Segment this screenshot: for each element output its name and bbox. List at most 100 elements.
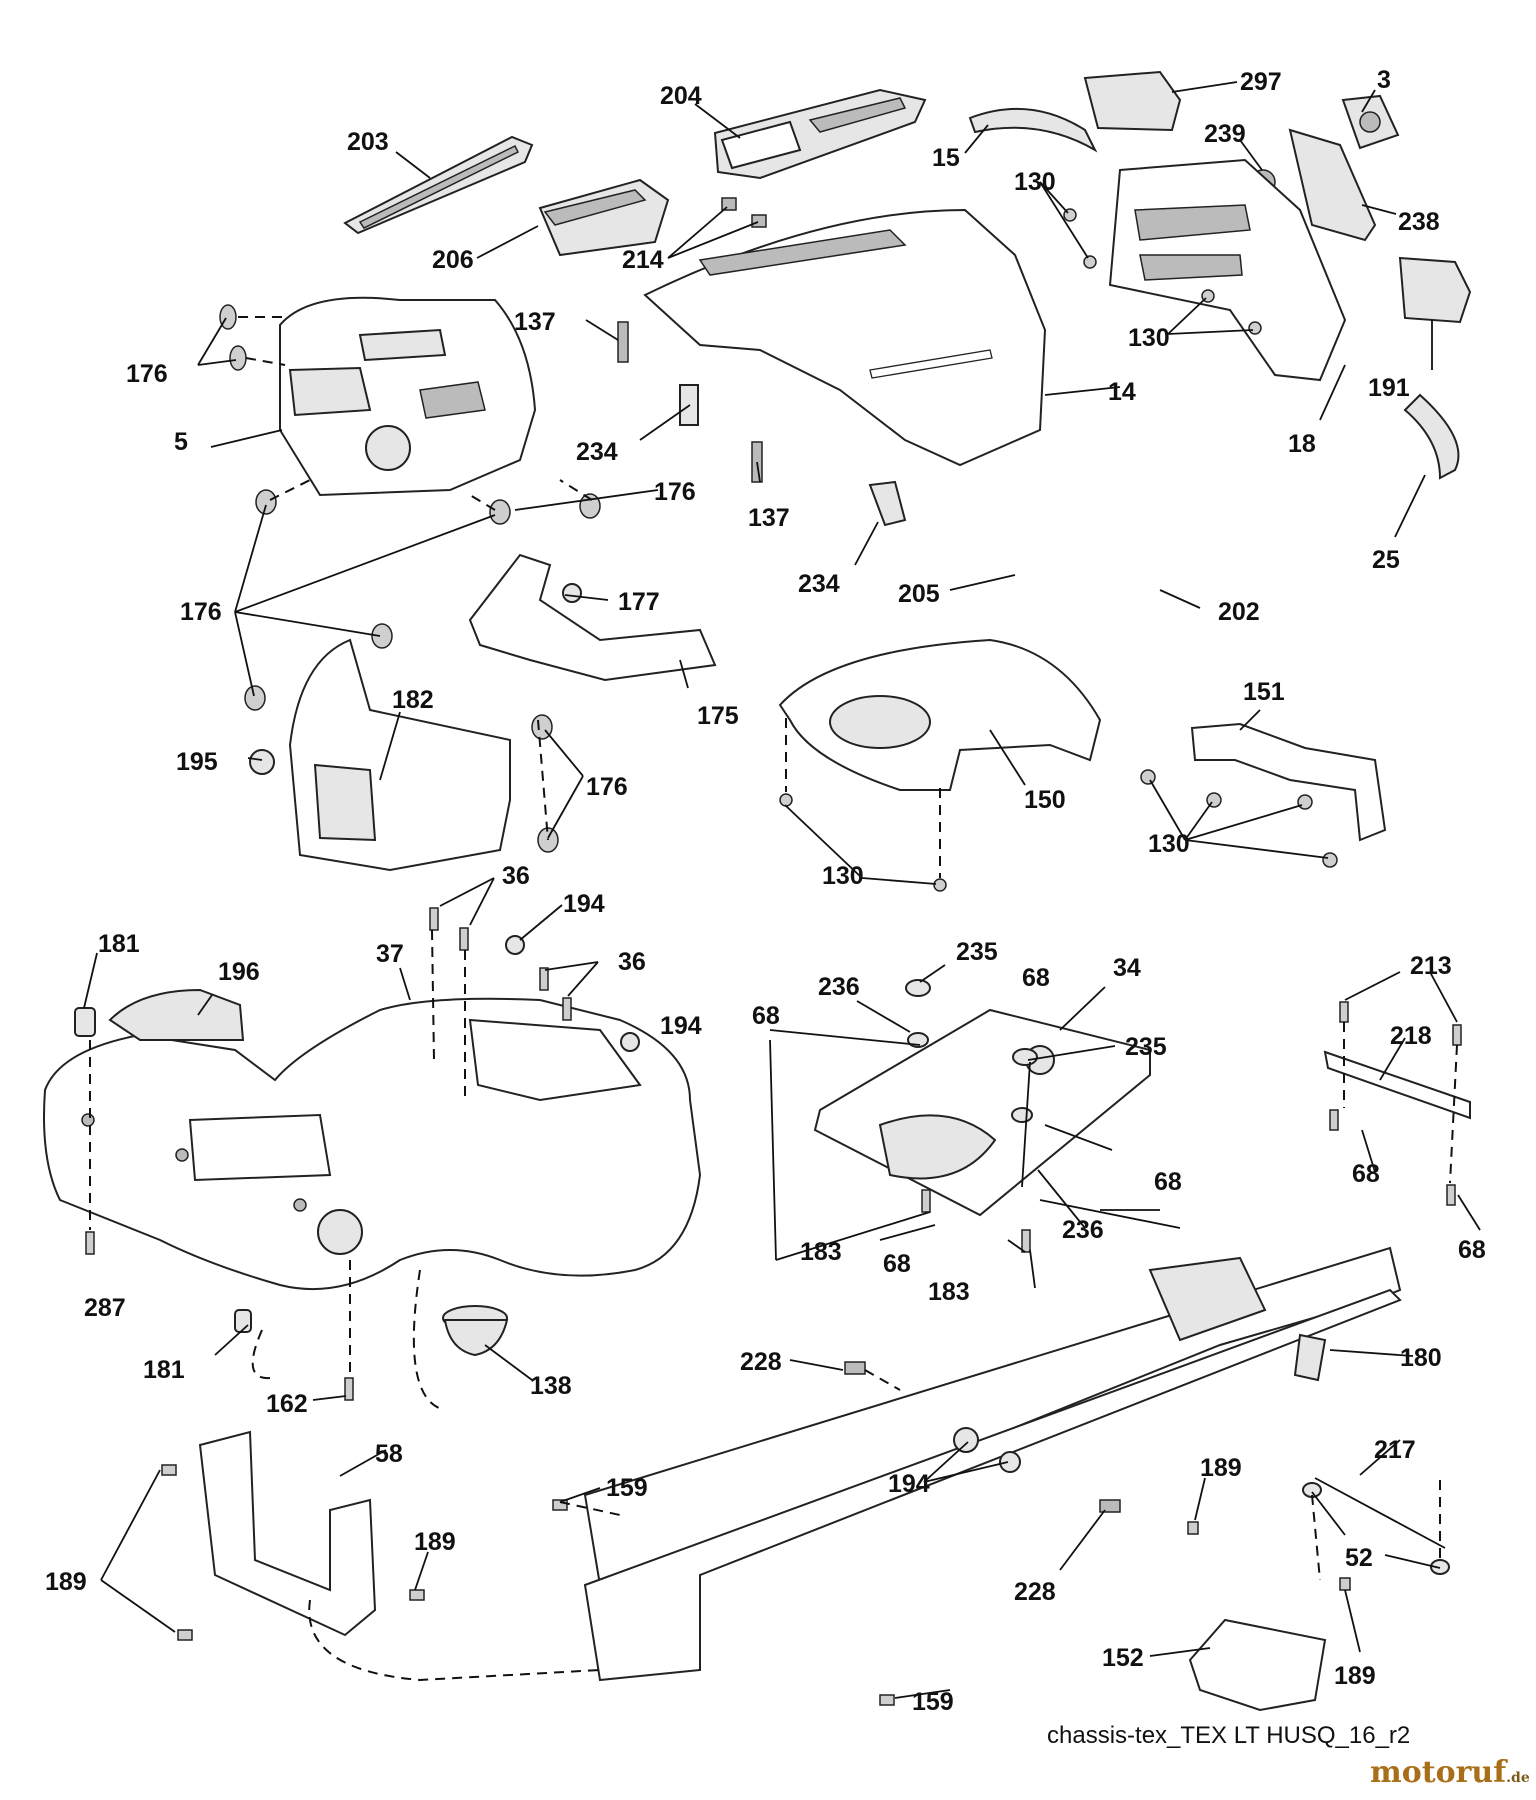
callout-228-b: 228: [1014, 1578, 1056, 1606]
callout-176-b: 176: [654, 478, 696, 506]
callout-235-b: 235: [1125, 1033, 1167, 1061]
part-151-bracket: [1190, 722, 1387, 842]
callout-68-e: 68: [883, 1250, 911, 1278]
callout-labels: 297 3 204 203 15 239 130 238 206 214 176…: [45, 66, 1486, 1716]
callout-236-a: 236: [818, 973, 860, 1001]
callout-37: 37: [376, 940, 404, 968]
part-5-dash-panel: [279, 296, 537, 497]
part-182-lower-dash: [249, 638, 511, 872]
callout-68-f: 68: [1458, 1236, 1486, 1264]
part-191-bumper-block: [1398, 256, 1472, 324]
callout-218: 218: [1390, 1022, 1432, 1050]
callout-189-d: 189: [1334, 1662, 1376, 1690]
part-37-footrest: [43, 997, 702, 1291]
callout-297: 297: [1240, 68, 1282, 96]
callout-202: 202: [1218, 598, 1260, 626]
callout-5: 5: [174, 428, 188, 456]
part-34-seat-plate: [813, 1008, 1151, 1217]
callout-236-b: 236: [1062, 1216, 1104, 1244]
callout-58: 58: [375, 1440, 403, 1468]
callout-195: 195: [176, 748, 218, 776]
callout-234-b: 234: [798, 570, 840, 598]
callout-151: 151: [1243, 678, 1285, 706]
callout-235-a: 235: [956, 938, 998, 966]
callout-18: 18: [1288, 430, 1316, 458]
callout-287: 287: [84, 1294, 126, 1322]
callout-68-c: 68: [1154, 1168, 1182, 1196]
callout-203: 203: [347, 128, 389, 156]
callout-36-a: 36: [502, 862, 530, 890]
part-217-link: [1302, 1477, 1450, 1575]
callout-137-b: 137: [748, 504, 790, 532]
callout-52: 52: [1345, 1544, 1373, 1572]
part-150-shroud: [778, 638, 1102, 791]
callout-205: 205: [898, 580, 940, 608]
callout-234-a: 234: [576, 438, 618, 466]
callout-175: 175: [697, 702, 739, 730]
callout-181-a: 181: [98, 930, 140, 958]
part-18-front-grill: [1108, 158, 1347, 382]
callout-213: 213: [1410, 952, 1452, 980]
callout-15: 15: [932, 144, 960, 172]
callout-130-d: 130: [822, 862, 864, 890]
part-14-hood: [643, 208, 1047, 467]
callout-130-b: 130: [1128, 324, 1170, 352]
part-214-clips: [721, 197, 767, 228]
part-228-pins: [844, 1361, 1121, 1513]
diagram-caption: chassis-tex_TEX LT HUSQ_16_r2: [1047, 1722, 1411, 1749]
part-180-frame: [583, 1246, 1402, 1682]
part-206-vent-housing: [538, 178, 670, 257]
callout-194-b: 194: [660, 1012, 702, 1040]
callout-3: 3: [1377, 66, 1391, 94]
callout-238: 238: [1398, 208, 1440, 236]
callout-159-b: 159: [912, 1688, 954, 1716]
watermark-suffix: .de: [1506, 1770, 1530, 1786]
callout-177: 177: [618, 588, 660, 616]
callout-189-a: 189: [1200, 1454, 1242, 1482]
callout-68-b: 68: [752, 1002, 780, 1030]
callout-181-b: 181: [143, 1356, 185, 1384]
callout-176-d: 176: [586, 773, 628, 801]
callout-183-a: 183: [800, 1238, 842, 1266]
callout-34: 34: [1113, 954, 1141, 982]
callout-130-c: 130: [1148, 830, 1190, 858]
part-238-lens: [1288, 128, 1377, 242]
callout-189-c: 189: [45, 1568, 87, 1596]
part-175-bracket: [468, 553, 717, 682]
callout-189-b: 189: [414, 1528, 456, 1556]
watermark-name: motoruf: [1370, 1755, 1507, 1790]
callout-182: 182: [392, 686, 434, 714]
callout-228-a: 228: [740, 1348, 782, 1376]
part-218-strap: [1323, 1050, 1471, 1120]
callout-68-d: 68: [1352, 1160, 1380, 1188]
callout-176-a: 176: [126, 360, 168, 388]
part-152-guard: [1188, 1618, 1327, 1712]
callout-194-c: 194: [888, 1470, 930, 1498]
callout-204: 204: [660, 82, 702, 110]
callout-137-a: 137: [514, 308, 556, 336]
part-204-dash-vent: [713, 88, 927, 180]
callout-214: 214: [622, 246, 664, 274]
callout-138: 138: [530, 1372, 572, 1400]
part-176-fasteners: [219, 304, 601, 853]
part-203-grille-strip: [343, 135, 534, 235]
callout-130-a: 130: [1014, 168, 1056, 196]
callout-183-b: 183: [928, 1278, 970, 1306]
callout-196: 196: [218, 958, 260, 986]
watermark: motoruf.de: [1370, 1755, 1530, 1790]
part-15-trim-strip: [968, 107, 1098, 153]
part-297-emblem: [1083, 70, 1182, 132]
callout-194-a: 194: [563, 890, 605, 918]
callout-159-a: 159: [606, 1474, 648, 1502]
callout-25: 25: [1372, 546, 1400, 574]
leader-lines: [83, 81, 1481, 1699]
callout-180: 180: [1400, 1344, 1442, 1372]
callout-191: 191: [1368, 374, 1410, 402]
callout-14: 14: [1108, 378, 1136, 406]
callout-206: 206: [432, 246, 474, 274]
callout-68-a: 68: [1022, 964, 1050, 992]
assembly-lines: [89, 316, 1458, 1682]
callout-217: 217: [1374, 1436, 1416, 1464]
part-130-screws: [779, 208, 1338, 892]
